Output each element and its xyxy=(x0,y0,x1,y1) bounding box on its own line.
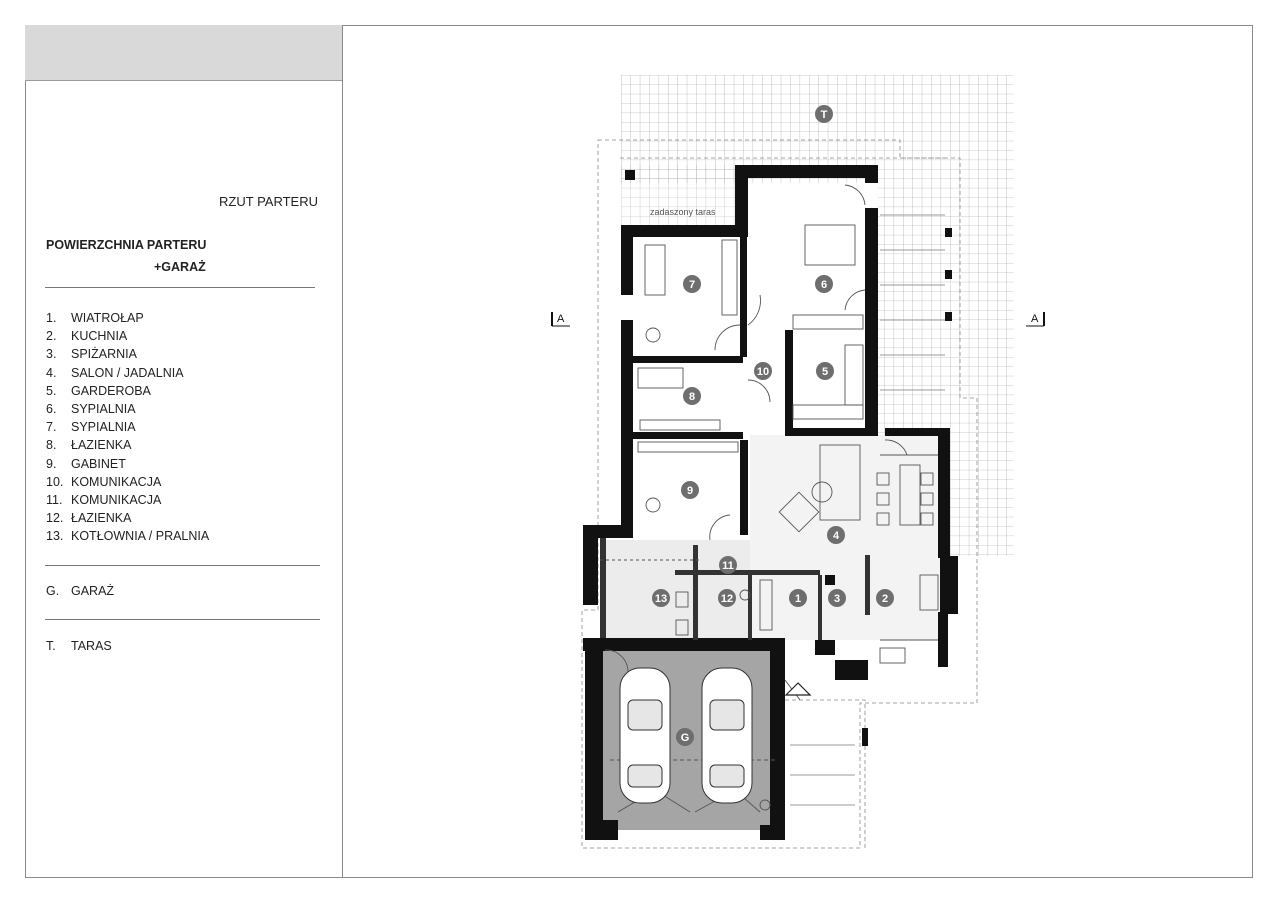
room-marker-8: 8 xyxy=(683,387,701,405)
room-marker-5: 5 xyxy=(816,362,834,380)
svg-text:2: 2 xyxy=(882,593,888,605)
room-marker-4: 4 xyxy=(827,526,845,544)
svg-text:1: 1 xyxy=(795,593,801,605)
svg-text:G: G xyxy=(681,732,690,744)
entrance-arrow xyxy=(784,682,812,696)
walls xyxy=(583,165,958,840)
room-item: 5.GARDEROBA xyxy=(46,383,151,398)
covered-terrace-label: zadaszony taras xyxy=(650,207,716,217)
svg-text:10: 10 xyxy=(757,366,769,378)
svg-text:T: T xyxy=(821,109,828,121)
roof-outline xyxy=(581,139,978,849)
svg-text:8: 8 xyxy=(689,391,695,403)
room-marker-13: 13 xyxy=(652,589,670,607)
svg-text:A: A xyxy=(1031,313,1039,325)
garage-legend-item: G.GARAŻ xyxy=(46,584,115,598)
legend-panel: RZUT PARTERU POWIERZCHNIA PARTERU +GARAŻ… xyxy=(25,25,343,878)
room-item: 8.ŁAZIENKA xyxy=(46,438,132,453)
svg-text:4: 4 xyxy=(833,530,840,542)
svg-text:9: 9 xyxy=(687,485,693,497)
svg-text:11: 11 xyxy=(722,560,734,572)
room-item: 7.SYPIALNIA xyxy=(46,420,136,435)
area-title: POWIERZCHNIA PARTERU xyxy=(46,238,207,252)
svg-text:13: 13 xyxy=(655,593,667,605)
terrace-legend-item: T.TARAS xyxy=(46,639,112,653)
svg-text:6: 6 xyxy=(821,279,827,291)
room-marker-12: 12 xyxy=(718,589,736,607)
room-item: 12.ŁAZIENKA xyxy=(46,511,132,526)
svg-text:12: 12 xyxy=(721,593,733,605)
room-marker-t: T xyxy=(815,105,833,123)
room-marker-6: 6 xyxy=(815,275,833,293)
room-item: 1.WIATROŁAP xyxy=(46,311,144,325)
terrace-posts xyxy=(825,228,952,746)
svg-text:3: 3 xyxy=(834,593,840,605)
svg-text:A: A xyxy=(557,313,565,325)
section-mark-right: A xyxy=(1026,312,1045,327)
divider xyxy=(45,287,315,288)
room-marker-g: G xyxy=(676,728,694,746)
room-item: 13.KOTŁOWNIA / PRALNIA xyxy=(46,529,210,544)
room-markers: T 6 7 5 10 8 9 4 11 13 12 1 3 2 G xyxy=(652,105,894,746)
room-marker-10: 10 xyxy=(754,362,772,380)
sheet-frame xyxy=(25,25,1253,878)
room-marker-2: 2 xyxy=(876,589,894,607)
room-marker-3: 3 xyxy=(828,589,846,607)
svg-text:7: 7 xyxy=(689,279,695,291)
garage-cars xyxy=(619,667,753,804)
room-item: 3.SPIŻARNIA xyxy=(46,347,137,362)
title-block-header xyxy=(25,25,342,81)
svg-text:5: 5 xyxy=(822,366,828,378)
room-marker-11: 11 xyxy=(719,556,737,574)
section-mark-left: A xyxy=(551,312,570,327)
area-subtitle: +GARAŻ xyxy=(154,260,206,274)
room-item: 10.KOMUNIKACJA xyxy=(46,474,162,489)
room-item: 4.SALON / JADALNIA xyxy=(46,365,184,380)
divider xyxy=(45,565,320,566)
room-item: 9.GABINET xyxy=(46,456,126,471)
sheet-subtitle: RZUT PARTERU xyxy=(219,194,318,209)
room-item: 2.KUCHNIA xyxy=(46,329,128,344)
room-marker-7: 7 xyxy=(683,275,701,293)
room-item: 11.KOMUNIKACJA xyxy=(46,492,162,507)
room-marker-9: 9 xyxy=(681,481,699,499)
room-list: 1.WIATROŁAP 2.KUCHNIA 3.SPIŻARNIA 4.SALO… xyxy=(46,311,209,547)
room-item: 6.SYPIALNIA xyxy=(46,401,136,416)
room-marker-1: 1 xyxy=(789,589,807,607)
divider xyxy=(45,619,320,620)
furniture xyxy=(600,184,945,813)
